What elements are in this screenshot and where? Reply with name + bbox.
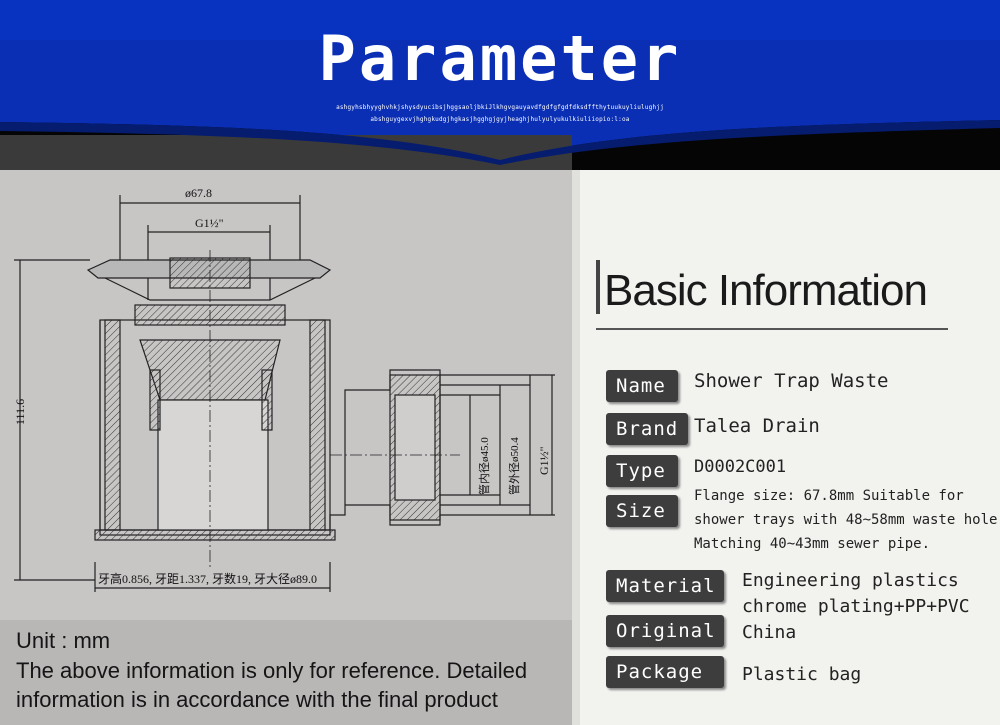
size-value-line-1: Flange size: 67.8mm Suitable for (694, 488, 964, 504)
decorative-text: abshguygexvjhghgkudgjhgkasjhgghgjgyjheag… (370, 116, 630, 123)
dim-height: 111.6 (13, 399, 27, 425)
decorative-text: ashgyhsbhyyghvhkjshysdyucibsjhggsaoljbki… (336, 104, 664, 111)
basic-information-panel: Basic Information Name Shower Trap Waste… (572, 170, 1000, 725)
header-banner: Parameter ashgyhsbhyyghvhkjshysdyucibsjh… (0, 0, 1000, 170)
brand-value: Talea Drain (694, 415, 820, 437)
title-accent-bar (596, 260, 600, 314)
dim-flange-diameter: ø67.8 (185, 186, 212, 200)
trap-cross-section-drawing: ø67.8 G1½" 111.6 (13, 186, 555, 592)
type-label: Type (606, 455, 678, 487)
type-value: D0002C001 (694, 457, 787, 477)
dim-inner-diameter: 管内径ø45.0 (477, 437, 491, 495)
page-title: Parameter (318, 22, 682, 95)
package-value: Plastic bag (742, 664, 862, 685)
original-label: Original (606, 615, 724, 647)
material-value-line-2: chrome plating+PP+PVC (742, 596, 970, 617)
name-label: Name (606, 370, 678, 402)
thread-spec: 牙高0.856, 牙距1.337, 牙数19, 牙大径ø89.0 (98, 571, 317, 586)
disclaimer-line-1: The above information is only for refere… (16, 658, 528, 683)
technical-drawing-panel: ø67.8 G1½" 111.6 (0, 170, 572, 725)
material-value-line-1: Engineering plastics (742, 570, 959, 591)
unit-note: Unit : mm (16, 628, 111, 653)
name-value: Shower Trap Waste (694, 370, 889, 392)
size-value-line-3: Matching 40~43mm sewer pipe. (694, 536, 931, 552)
package-label: Package (606, 656, 724, 688)
size-value-line-2: shower trays with 48~58mm waste hole (694, 512, 998, 528)
material-label: Material (606, 570, 724, 602)
size-label: Size (606, 495, 678, 527)
section-title: Basic Information (604, 266, 928, 315)
dim-pipe-thread: G1½" (537, 446, 551, 475)
title-underline (596, 328, 948, 330)
brand-label: Brand (606, 413, 688, 445)
dim-outer-diameter: 管外径ø50.4 (507, 437, 521, 495)
notes-box: Unit : mm The above information is only … (0, 620, 572, 725)
disclaimer-line-2: information is in accordance with the fi… (16, 687, 498, 712)
banner-shape (0, 0, 1000, 170)
dim-thread-label: G1½" (195, 216, 224, 230)
original-value: China (742, 622, 797, 643)
panel-edge (572, 170, 580, 725)
